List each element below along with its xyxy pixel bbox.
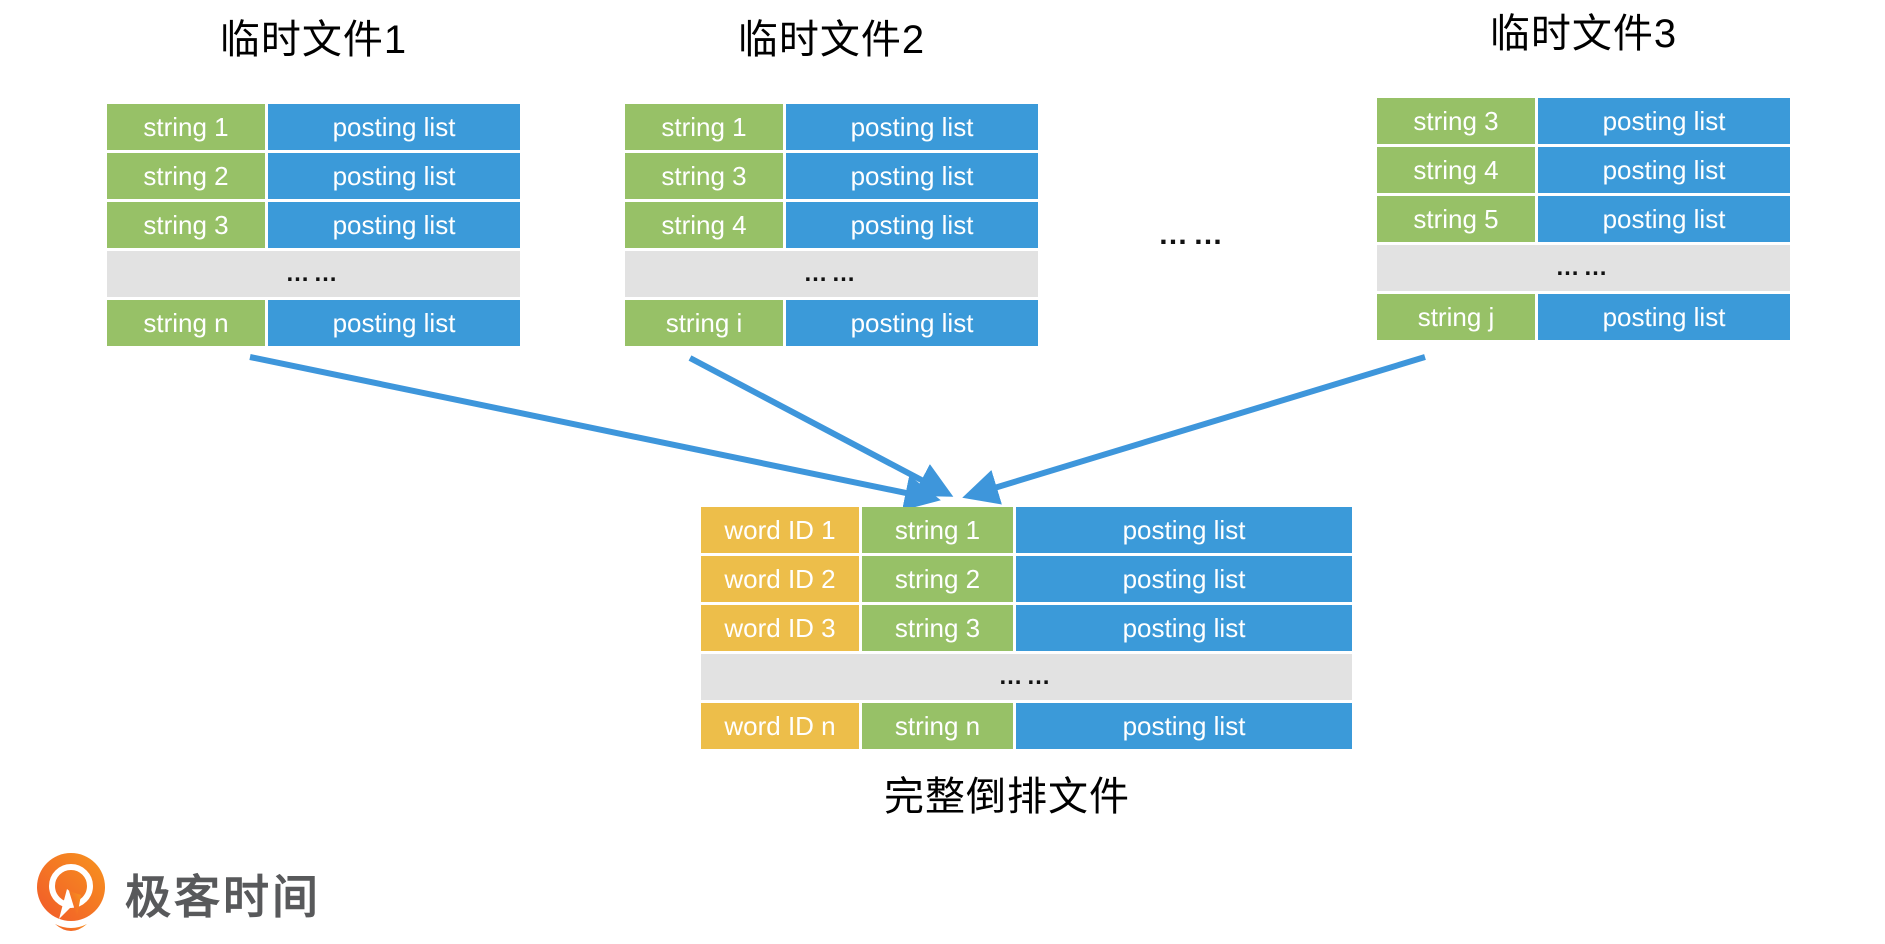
string-cell: string 3 bbox=[1377, 98, 1535, 144]
posting-list-cell: posting list bbox=[268, 202, 520, 248]
string-cell: string 2 bbox=[862, 556, 1013, 602]
string-cell: string n bbox=[107, 300, 265, 346]
ellipsis-cell: …… bbox=[1377, 245, 1790, 291]
ellipsis-row: …… bbox=[107, 251, 520, 297]
posting-list-cell: posting list bbox=[786, 153, 1038, 199]
string-cell: string 1 bbox=[107, 104, 265, 150]
merged-file-caption: 完整倒排文件 bbox=[884, 775, 1130, 819]
ellipsis-cell: …… bbox=[701, 654, 1352, 700]
posting-list-cell: posting list bbox=[1538, 98, 1790, 144]
merge-arrow-from-file3 bbox=[962, 354, 1426, 505]
string-cell: string 4 bbox=[1377, 147, 1535, 193]
posting-list-cell: posting list bbox=[786, 300, 1038, 346]
temp-file-1-title: 临时文件1 bbox=[219, 18, 408, 62]
geektime-logo-icon bbox=[37, 853, 105, 931]
merge-arrow-from-file2 bbox=[688, 355, 954, 497]
string-cell: string 5 bbox=[1377, 196, 1535, 242]
string-cell: string i bbox=[625, 300, 783, 346]
ellipsis-row: …… bbox=[701, 654, 1352, 700]
posting-list-cell: posting list bbox=[268, 300, 520, 346]
posting-list-cell: posting list bbox=[1016, 605, 1352, 651]
string-cell: string 4 bbox=[625, 202, 783, 248]
ellipsis-row: …… bbox=[1377, 245, 1790, 291]
posting-list-cell: posting list bbox=[268, 153, 520, 199]
posting-list-cell: posting list bbox=[1538, 294, 1790, 340]
string-cell: string 1 bbox=[862, 507, 1013, 553]
posting-list-cell: posting list bbox=[786, 104, 1038, 150]
posting-list-cell: posting list bbox=[1016, 507, 1352, 553]
string-cell: string n bbox=[862, 703, 1013, 749]
temp-file-2-title: 临时文件2 bbox=[737, 18, 926, 62]
string-cell: string 2 bbox=[107, 153, 265, 199]
ellipsis-cell: …… bbox=[107, 251, 520, 297]
string-cell: string 1 bbox=[625, 104, 783, 150]
between-files-ellipsis: …… bbox=[1158, 218, 1228, 251]
ellipsis-row: …… bbox=[625, 251, 1038, 297]
geektime-logo-text: 极客时间 bbox=[125, 871, 321, 923]
word-id-cell: word ID 1 bbox=[701, 507, 859, 553]
word-id-cell: word ID 2 bbox=[701, 556, 859, 602]
posting-list-cell: posting list bbox=[268, 104, 520, 150]
word-id-cell: word ID 3 bbox=[701, 605, 859, 651]
word-id-cell: word ID n bbox=[701, 703, 859, 749]
posting-list-cell: posting list bbox=[1016, 556, 1352, 602]
string-cell: string 3 bbox=[862, 605, 1013, 651]
temp-file-3-title: 临时文件3 bbox=[1489, 12, 1678, 56]
merge-arrow-from-file1 bbox=[249, 354, 941, 511]
posting-list-cell: posting list bbox=[1538, 196, 1790, 242]
string-cell: string j bbox=[1377, 294, 1535, 340]
geektime-logo: 极客时间 bbox=[33, 851, 321, 937]
posting-list-cell: posting list bbox=[1016, 703, 1352, 749]
posting-list-cell: posting list bbox=[786, 202, 1038, 248]
string-cell: string 3 bbox=[625, 153, 783, 199]
string-cell: string 3 bbox=[107, 202, 265, 248]
posting-list-cell: posting list bbox=[1538, 147, 1790, 193]
ellipsis-cell: …… bbox=[625, 251, 1038, 297]
